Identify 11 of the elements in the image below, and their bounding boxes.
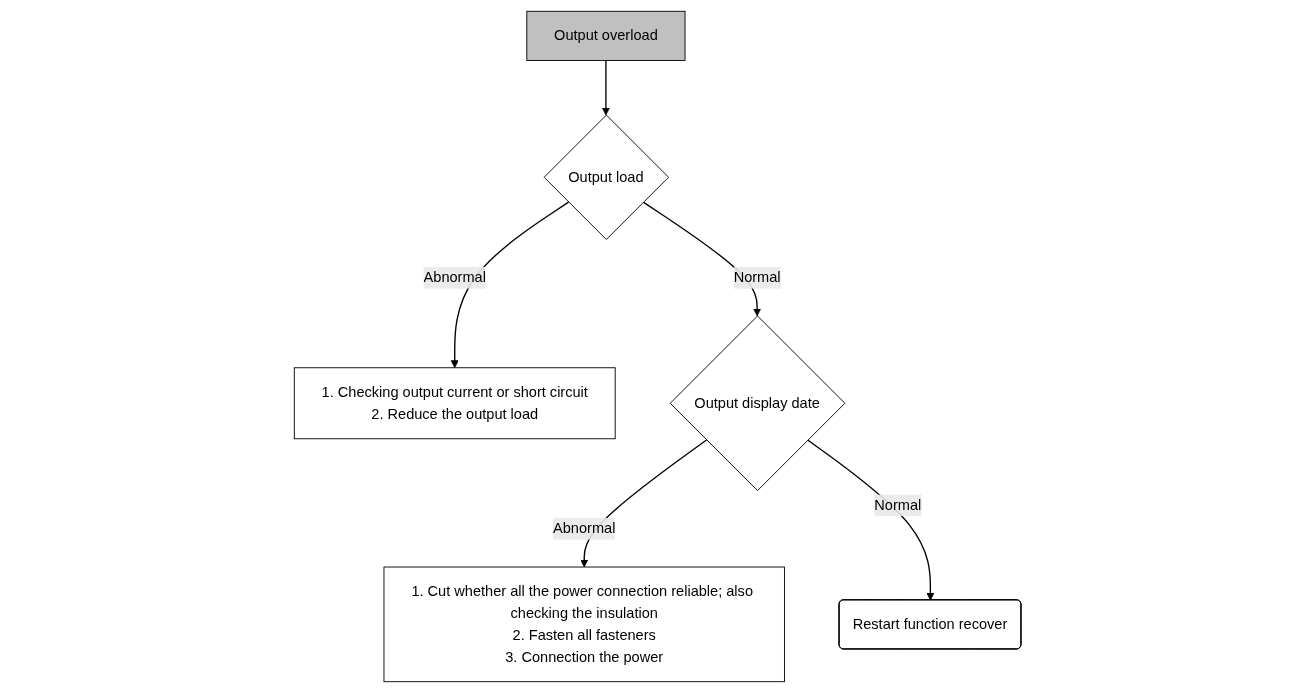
node-box: 1. Cut whether all the power connection reliable; also checking the insulation 2. Fasten all fasteners 3. Connection the power — [383, 566, 785, 683]
node-box: 1. Checking output current or short circuit 2. Reduce the output load — [293, 367, 616, 440]
edge-label: Normal — [874, 497, 922, 513]
node-diamond: Output load — [543, 114, 669, 240]
edge-label: Abnormal — [552, 520, 616, 537]
node-box: Output overload — [526, 10, 686, 61]
arrow — [806, 439, 935, 601]
arrow — [601, 59, 610, 116]
node-diamond: Output display date — [669, 315, 846, 492]
edge-label: Normal — [733, 269, 781, 285]
edge-label: Abnormal — [423, 269, 486, 285]
